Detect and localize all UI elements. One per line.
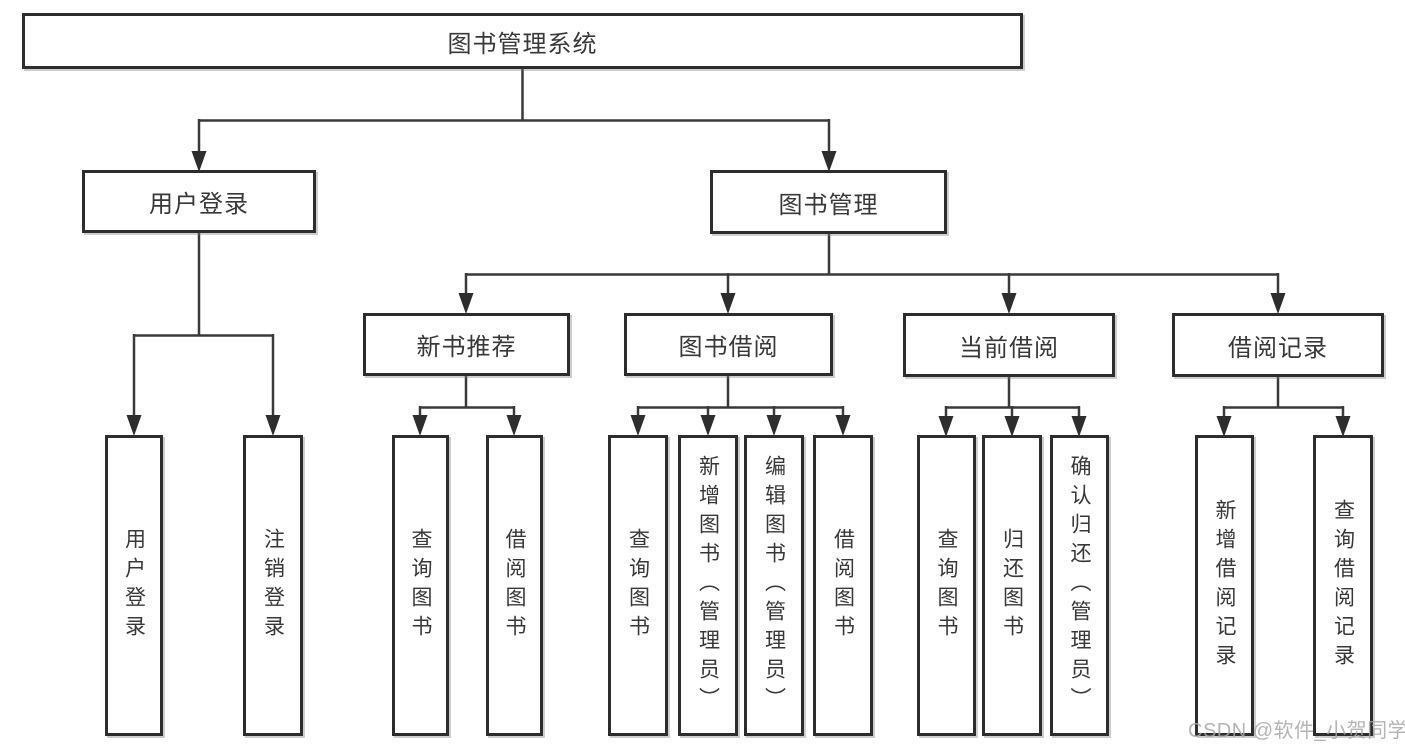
node-current-borrowing: 当前借阅 bbox=[903, 313, 1115, 377]
leaf-query-books-recommend: 查询图书 bbox=[392, 435, 449, 736]
leaf-label: 查询借阅记录 bbox=[1331, 498, 1355, 673]
node-book-borrowing: 图书借阅 bbox=[624, 313, 833, 376]
leaf-return-books: 归还图书 bbox=[982, 435, 1042, 736]
leaf-label: 新增借阅记录 bbox=[1213, 498, 1236, 673]
leaf-confirm-return-admin: 确认归还（管理员） bbox=[1050, 435, 1109, 736]
node-new-book-recommend: 新书推荐 bbox=[363, 313, 570, 376]
leaf-label: 注销登录 bbox=[261, 527, 285, 644]
node-library-system: 图书管理系统 bbox=[22, 13, 1023, 69]
leaf-label: 查询图书 bbox=[626, 527, 650, 644]
leaf-add-borrow-record: 新增借阅记录 bbox=[1195, 435, 1254, 736]
leaf-user-login: 用户登录 bbox=[105, 435, 163, 736]
leaf-label: 借阅图书 bbox=[503, 527, 526, 644]
leaf-borrow-books-recommend: 借阅图书 bbox=[486, 435, 543, 736]
node-user-login: 用户登录 bbox=[82, 170, 316, 233]
leaf-query-books-current: 查询图书 bbox=[917, 435, 976, 736]
leaf-add-book-admin: 新增图书（管理员） bbox=[678, 435, 738, 736]
leaf-label: 确认归还（管理员） bbox=[1068, 455, 1091, 716]
watermark: CSDN @软件_小贺同学 bbox=[1188, 720, 1405, 742]
leaf-label: 归还图书 bbox=[1000, 527, 1024, 644]
leaf-label: 查询图书 bbox=[409, 527, 432, 644]
leaf-label: 编辑图书（管理员） bbox=[762, 455, 786, 716]
leaf-label: 用户登录 bbox=[122, 527, 146, 644]
leaf-borrow-books-borrowing: 借阅图书 bbox=[813, 435, 873, 736]
leaf-label: 借阅图书 bbox=[831, 527, 855, 644]
leaf-query-books-borrowing: 查询图书 bbox=[608, 435, 668, 736]
leaf-label: 查询图书 bbox=[935, 527, 958, 644]
leaf-label: 新增图书（管理员） bbox=[696, 455, 720, 716]
node-book-management: 图书管理 bbox=[710, 170, 947, 234]
leaf-logout: 注销登录 bbox=[243, 435, 303, 736]
node-borrow-records: 借阅记录 bbox=[1172, 313, 1384, 377]
leaf-query-borrow-record: 查询借阅记录 bbox=[1313, 435, 1373, 736]
leaf-edit-book-admin: 编辑图书（管理员） bbox=[744, 435, 804, 736]
